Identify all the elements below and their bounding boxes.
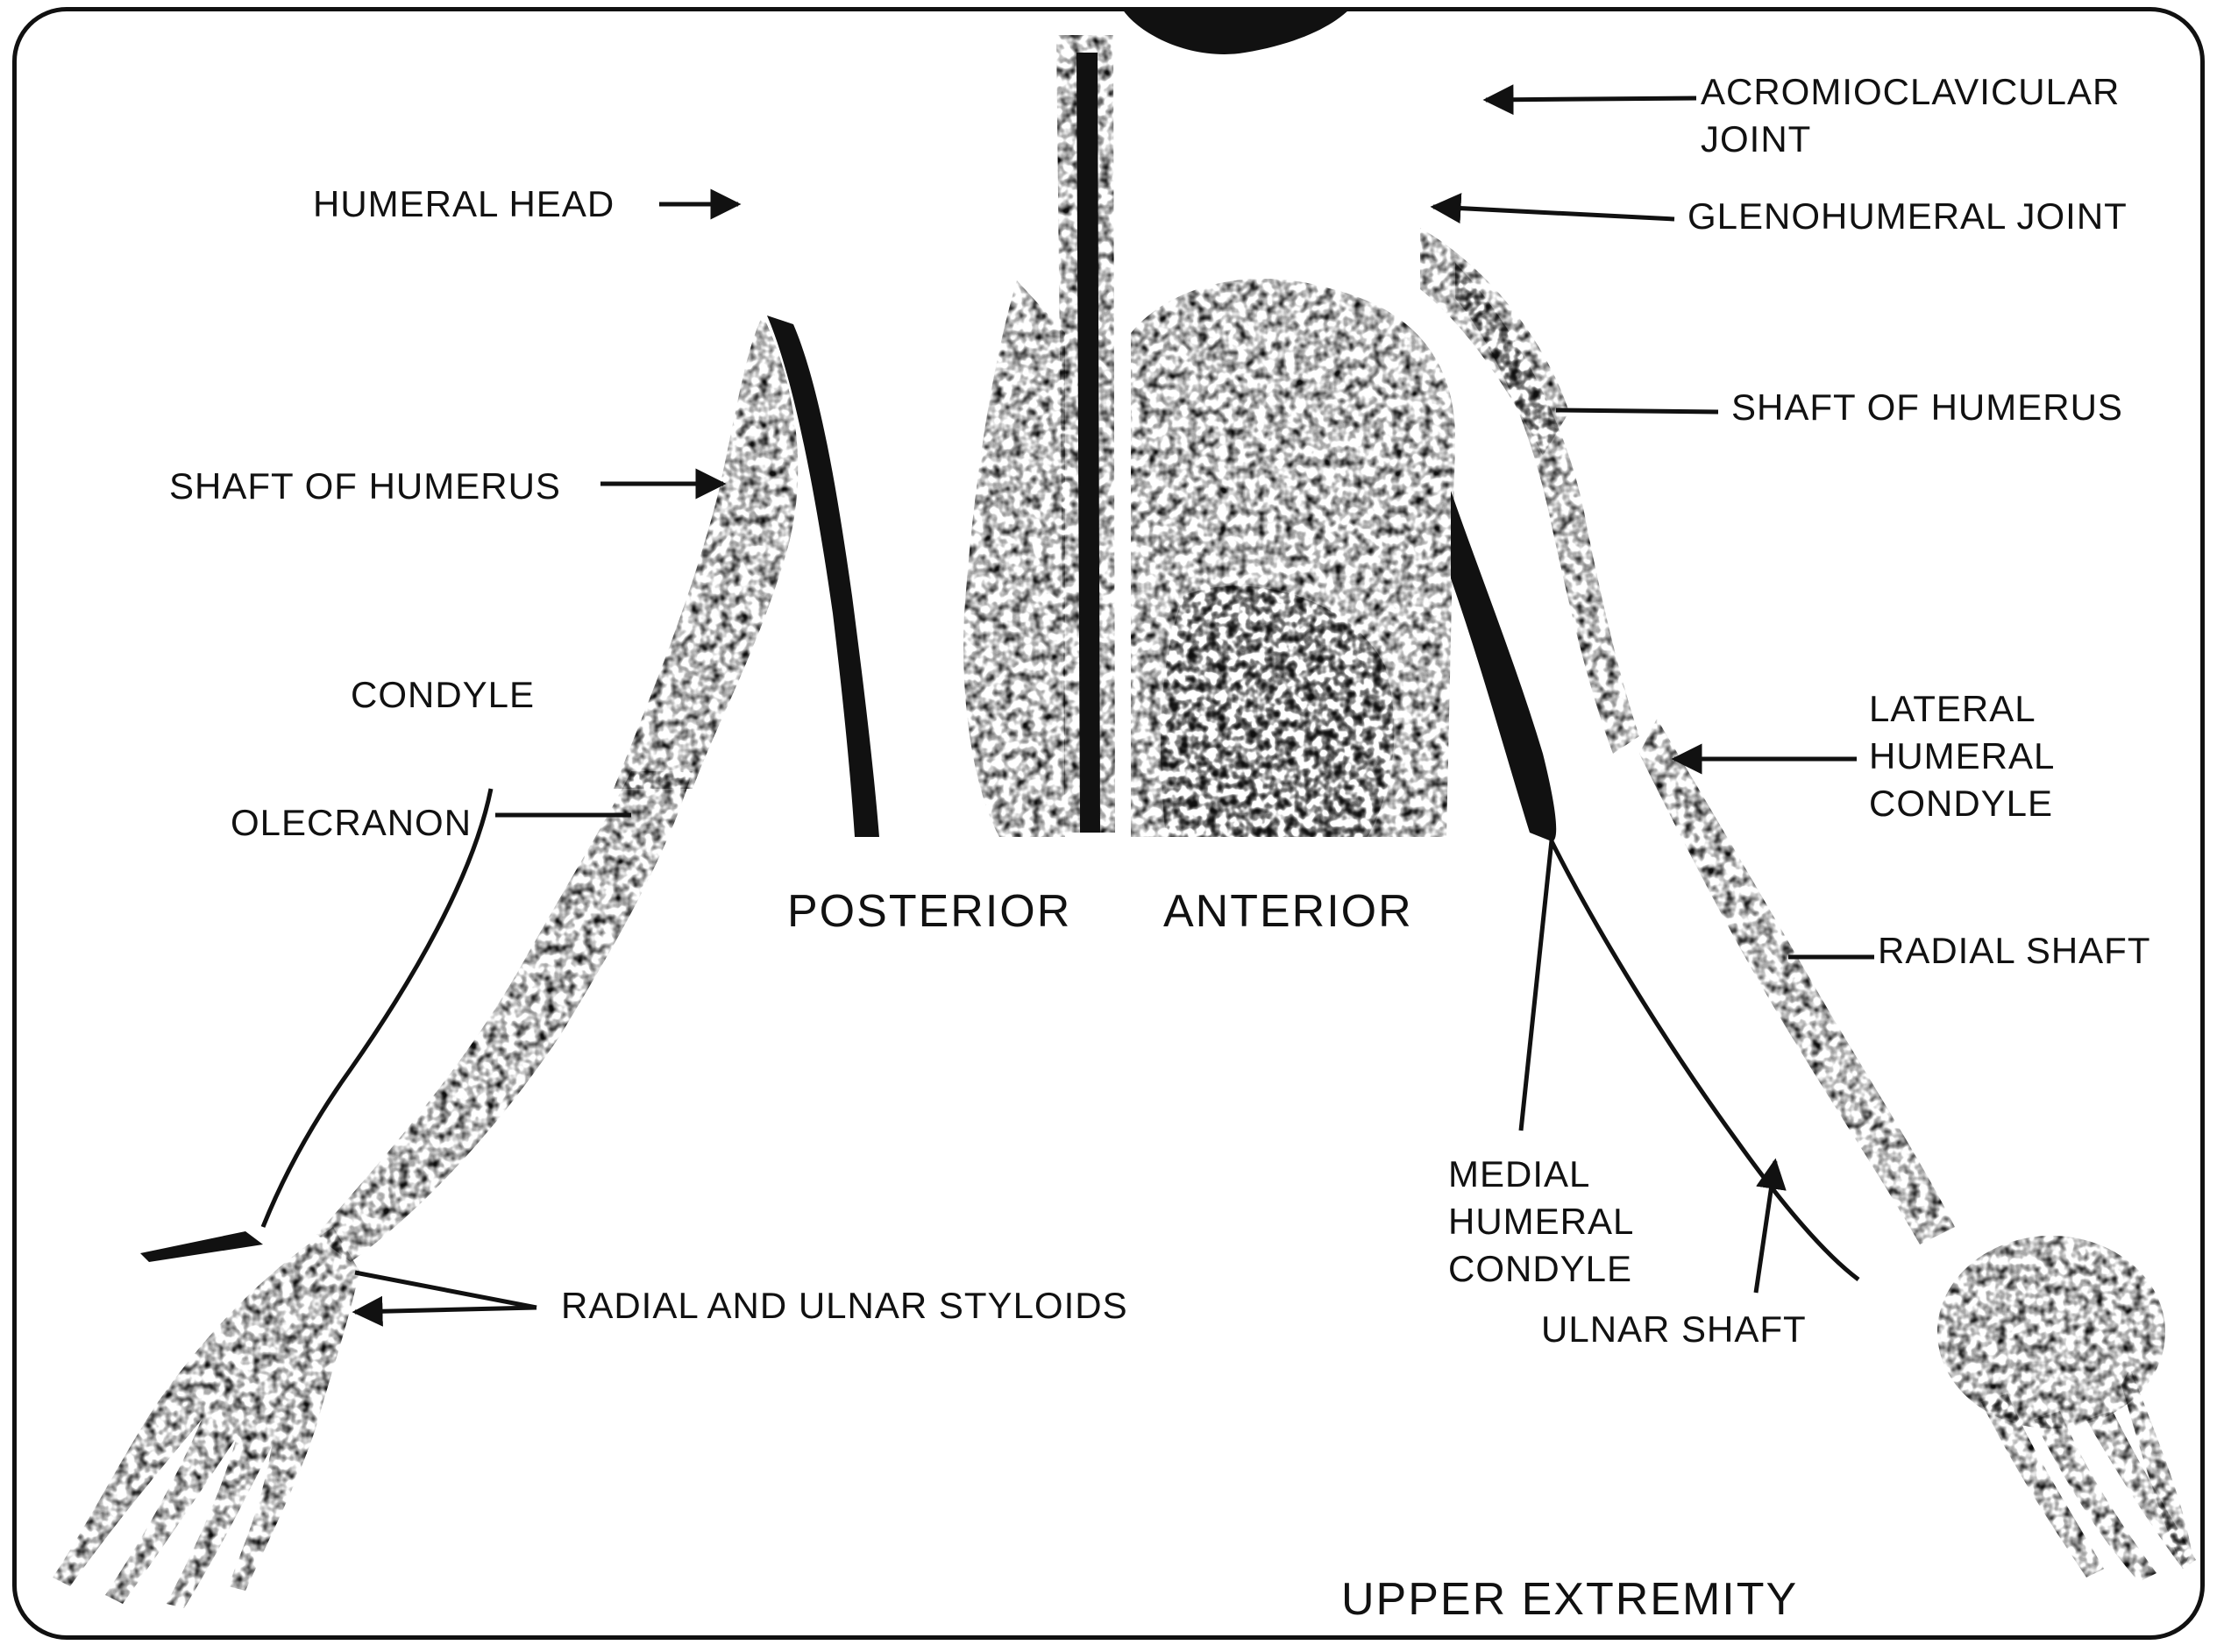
- label-shaft-of-humerus-right: SHAFT OF HUMERUS: [1731, 384, 2123, 431]
- label-acromioclavicular-joint: ACROMIOCLAVICULAR JOINT: [1701, 68, 2120, 163]
- label-medial-humeral-condyle: MEDIAL HUMERAL CONDYLE: [1448, 1151, 1634, 1293]
- acromioclavicular-arrow: [1486, 98, 1696, 100]
- styloid-line-upper: [355, 1273, 536, 1308]
- right-arm: [1455, 263, 2196, 1582]
- label-ulnar-shaft: ULNAR SHAFT: [1541, 1306, 1807, 1353]
- label-glenohumeral-joint: GLENOHUMERAL JOINT: [1688, 193, 2128, 240]
- label-line: MEDIAL: [1448, 1151, 1634, 1198]
- label-anterior: ANTERIOR: [1163, 885, 1413, 938]
- label-humeral-head: HUMERAL HEAD: [313, 181, 615, 228]
- figure-title: UPPER EXTREMITY: [1341, 1573, 1798, 1626]
- label-line: JOINT: [1701, 116, 2120, 163]
- styloid-line-lower: [355, 1308, 536, 1312]
- label-line: CONDYLE: [1448, 1245, 1634, 1293]
- medial-condyle-line: [1521, 824, 1553, 1131]
- label-condyle: CONDYLE: [351, 671, 535, 719]
- glenohumeral-arrow: [1433, 207, 1674, 219]
- shaft-humerus-right-line: [1556, 410, 1718, 412]
- label-line: ACROMIOCLAVICULAR: [1701, 68, 2120, 116]
- label-posterior: POSTERIOR: [787, 885, 1071, 938]
- anterior-torso: [1131, 228, 1569, 841]
- label-olecranon: OLECRANON: [231, 799, 472, 847]
- label-line: HUMERAL: [1448, 1198, 1634, 1245]
- label-line: HUMERAL: [1869, 733, 2055, 780]
- label-lateral-humeral-condyle: LATERAL HUMERAL CONDYLE: [1869, 685, 2055, 827]
- label-radial-and-ulnar-styloids: RADIAL AND ULNAR STYLOIDS: [561, 1282, 1128, 1329]
- label-line: CONDYLE: [1869, 780, 2055, 827]
- label-shaft-of-humerus-left: SHAFT OF HUMERUS: [169, 463, 561, 510]
- label-radial-shaft: RADIAL SHAFT: [1878, 927, 2151, 975]
- label-line: LATERAL: [1869, 685, 2055, 733]
